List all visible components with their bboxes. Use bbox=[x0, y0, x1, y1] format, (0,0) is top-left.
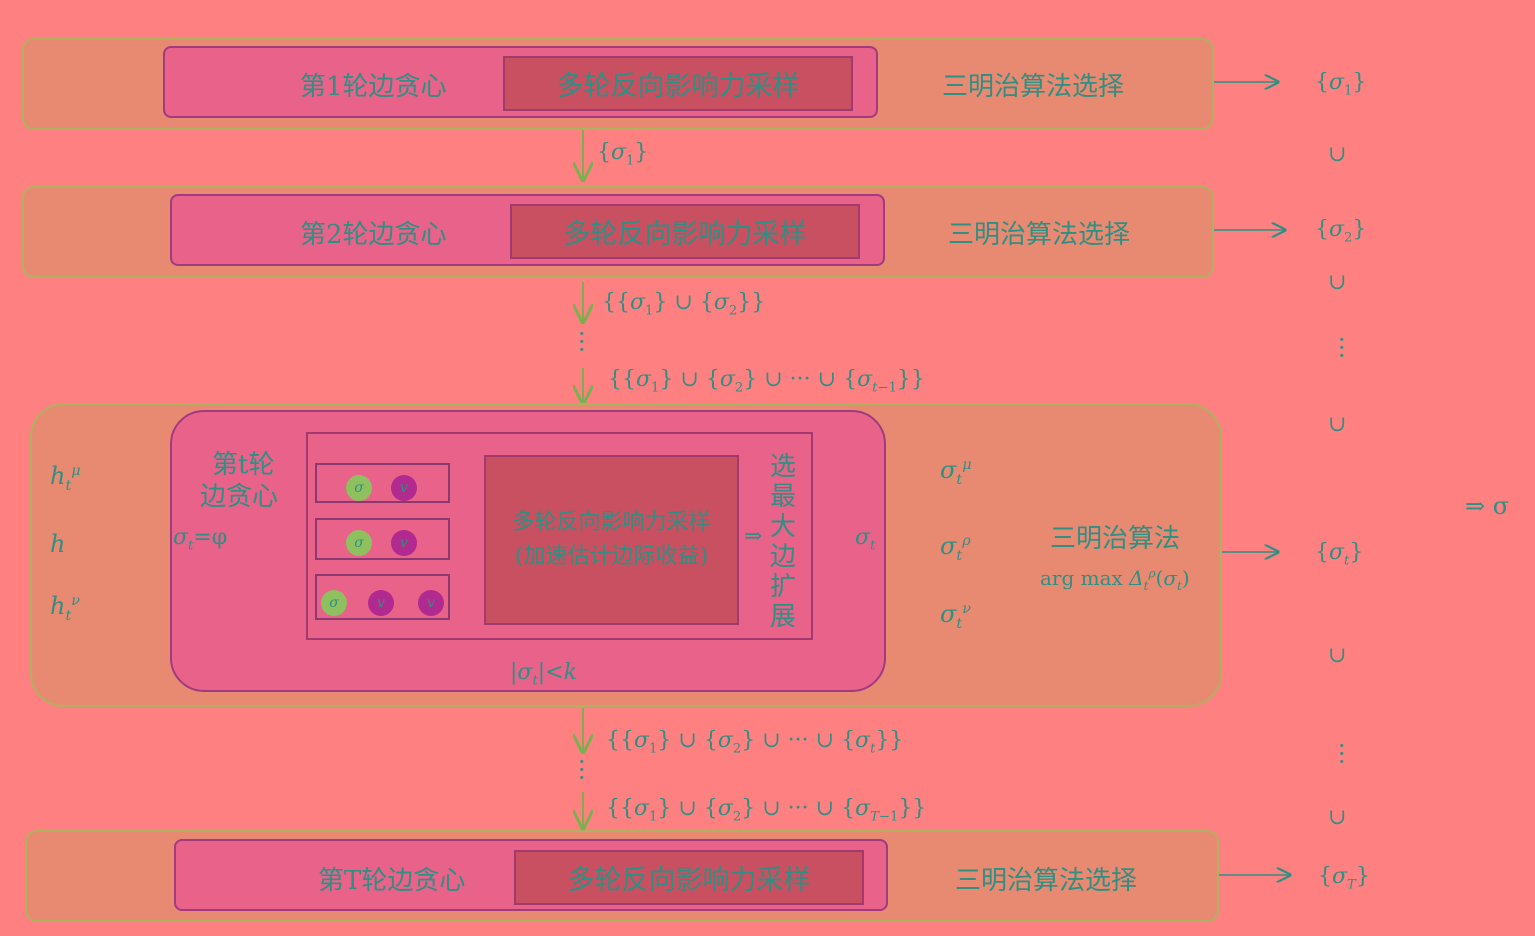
node-v-1: v bbox=[391, 475, 417, 501]
vdots-flow-2: ··· bbox=[578, 748, 586, 792]
input-h-nu: htν bbox=[50, 592, 81, 624]
union-1: ∪ bbox=[1328, 142, 1347, 167]
flow-3: {{σ1} ∪ {σ2} ∪ ··· ∪ {σt−1}} bbox=[608, 367, 925, 396]
node-box-1 bbox=[315, 463, 450, 503]
sigma-rho: σtρ bbox=[940, 532, 971, 564]
flow-1: {σ1} bbox=[597, 140, 649, 169]
round1-sampling: 多轮反向影响力采样 bbox=[503, 56, 853, 111]
sandwich-title: 三明治算法 bbox=[1050, 524, 1181, 554]
final-result: ⇒ σ bbox=[1465, 492, 1510, 520]
union-2: ∪ bbox=[1328, 270, 1347, 295]
roundT-output: {σT} bbox=[1318, 864, 1370, 893]
sigma-mu: σtμ bbox=[940, 456, 972, 488]
round1-select: 三明治算法选择 bbox=[942, 72, 1125, 102]
round2-sampling: 多轮反向影响力采样 bbox=[510, 204, 860, 259]
roundt-sampling: 多轮反向影响力采样 (加速估计边际收益) bbox=[484, 455, 739, 625]
roundt-output: {σt} bbox=[1315, 540, 1364, 569]
roundT-sampling: 多轮反向影响力采样 bbox=[514, 850, 864, 905]
roundT-title: 第T轮边贪心 bbox=[318, 866, 466, 896]
roundt-sampling-frame bbox=[306, 432, 813, 640]
roundt-title-line1: 第t轮 bbox=[212, 450, 275, 480]
union-3: ∪ bbox=[1328, 412, 1347, 437]
round1-output: {σ1} bbox=[1315, 70, 1367, 99]
node-v-3b: v bbox=[418, 590, 444, 616]
node-v-3a: v bbox=[368, 590, 394, 616]
roundt-sampling-line2: (加速估计边际收益) bbox=[514, 544, 709, 569]
round2-output: {σ2} bbox=[1315, 217, 1367, 246]
vdots-right-1: ··· bbox=[1338, 326, 1346, 370]
input-h: h bbox=[50, 530, 66, 558]
node-sigma-3: σ bbox=[321, 590, 347, 616]
vdots-right-2: ··· bbox=[1338, 732, 1346, 776]
node-sigma-2: σ bbox=[346, 530, 372, 556]
input-h-mu: htμ bbox=[50, 462, 81, 494]
roundt-init: σt=φ bbox=[173, 525, 228, 554]
node-sigma-1: σ bbox=[346, 475, 372, 501]
flow-5: {{σ1} ∪ {σ2} ∪ ··· ∪ {σT−1}} bbox=[606, 796, 927, 825]
roundt-title-line2: 边贪心 bbox=[200, 482, 279, 512]
round2-select: 三明治算法选择 bbox=[948, 220, 1131, 250]
node-box-2 bbox=[315, 518, 450, 560]
loop-condition: |σt|<k bbox=[510, 660, 577, 689]
flow-4: {{σ1} ∪ {σ2} ∪ ··· ∪ {σt}} bbox=[606, 728, 904, 757]
union-4: ∪ bbox=[1328, 643, 1347, 668]
round2-title: 第2轮边贪心 bbox=[300, 220, 447, 250]
union-5: ∪ bbox=[1328, 805, 1347, 830]
roundt-implies: ⇒ bbox=[744, 524, 763, 549]
vdots-flow-1: ··· bbox=[578, 320, 586, 364]
round1-title: 第1轮边贪心 bbox=[300, 72, 447, 102]
sigma-nu: σtν bbox=[940, 600, 971, 632]
roundt-sampling-line1: 多轮反向影响力采样 bbox=[512, 510, 711, 535]
roundt-sigma-out: σt bbox=[855, 525, 876, 554]
sandwich-expr: arg max Δtρ(σt) bbox=[1040, 566, 1190, 593]
roundt-select-vertical: 选最大边扩展 bbox=[770, 452, 797, 632]
node-v-2: v bbox=[391, 530, 417, 556]
flow-2: {{σ1} ∪ {σ2}} bbox=[602, 290, 766, 319]
roundT-select: 三明治算法选择 bbox=[955, 866, 1138, 896]
